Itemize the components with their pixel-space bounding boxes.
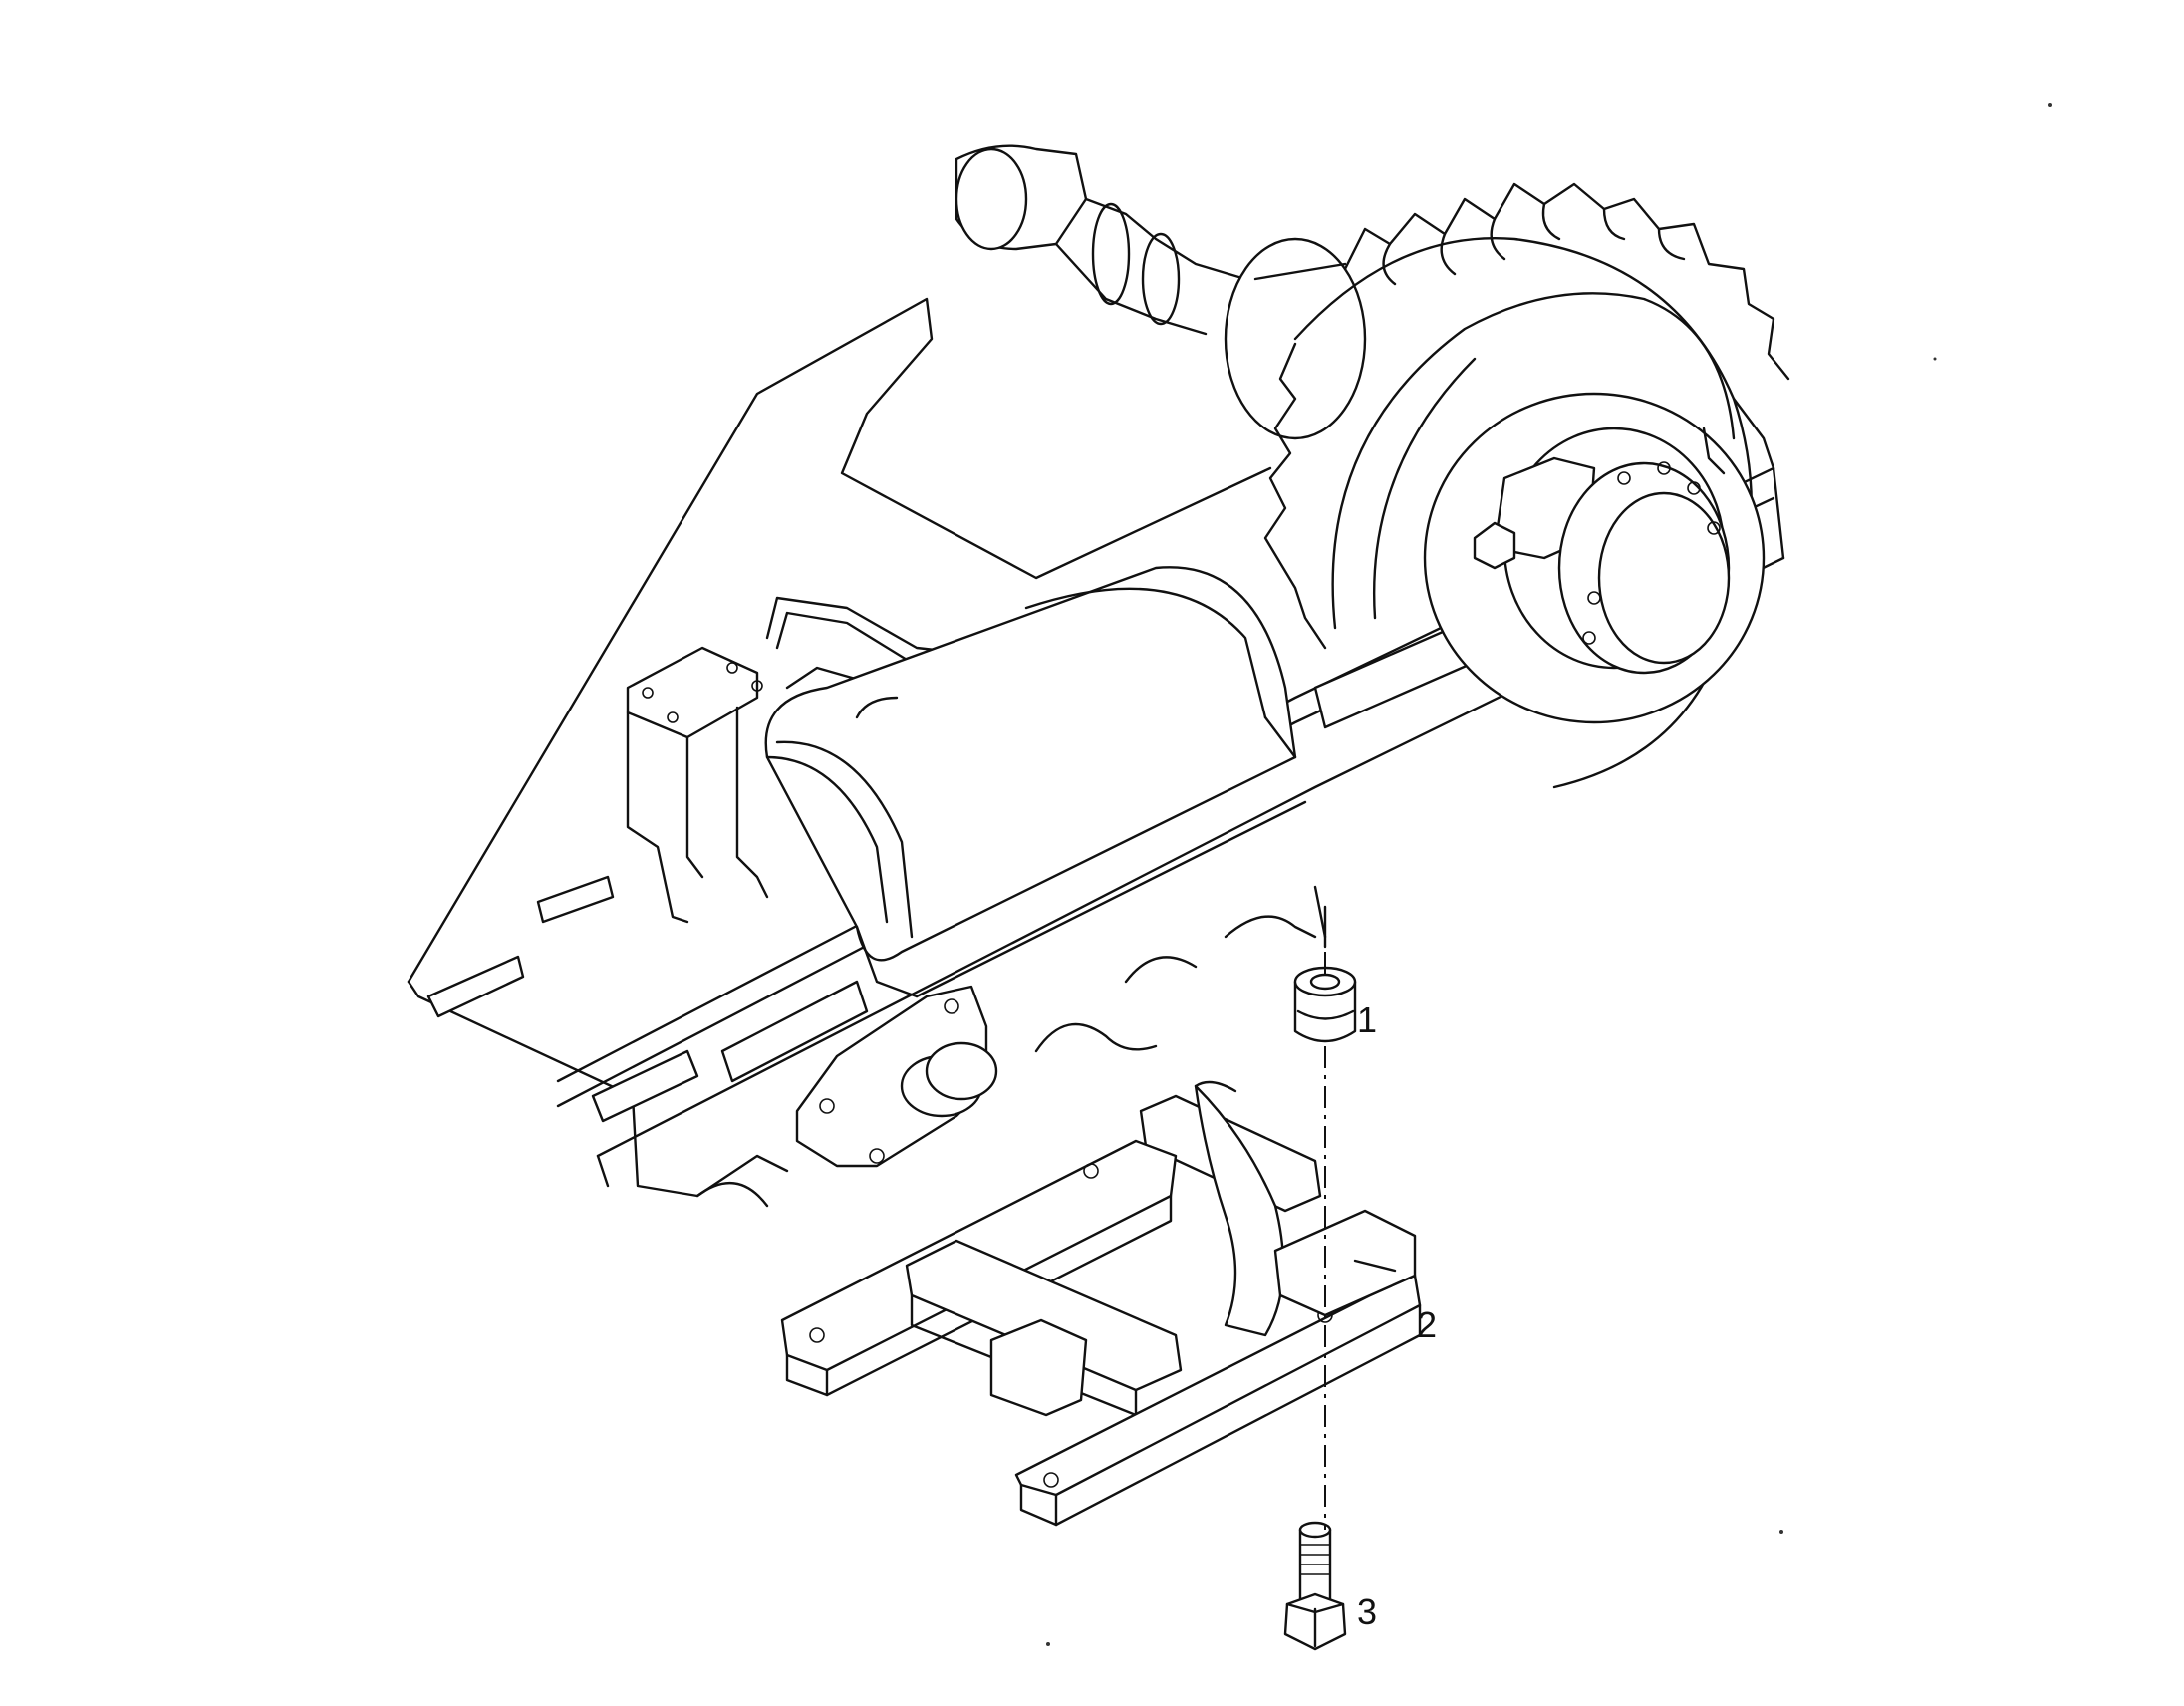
sprocket-assembly: [955, 144, 1790, 789]
guard-bracket-part-2: [780, 1080, 1422, 1527]
scan-specks: [1046, 103, 2052, 1646]
callout-2: 2: [1417, 1304, 1437, 1345]
callout-1: 1: [1357, 999, 1377, 1040]
bolt-part-3: [1283, 1521, 1347, 1651]
bushing-part-1: [1293, 966, 1357, 1043]
track-frame-assembly: [407, 297, 1785, 1208]
callout-3: 3: [1357, 1591, 1377, 1632]
